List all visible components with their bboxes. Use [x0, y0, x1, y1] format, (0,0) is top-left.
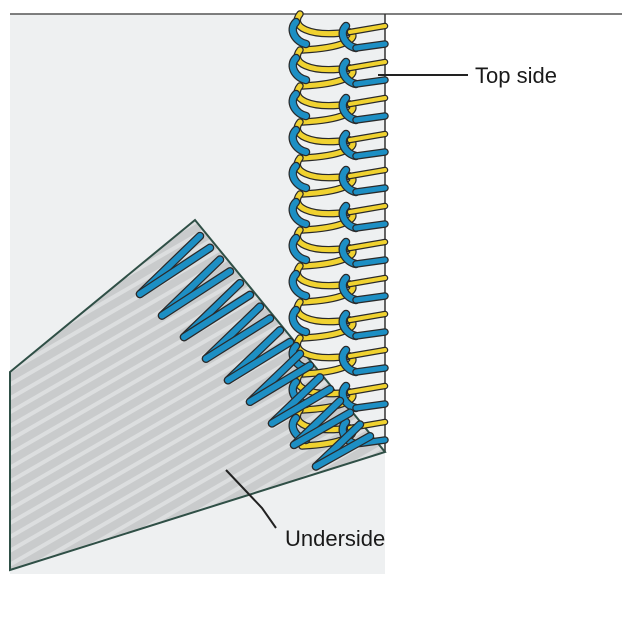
needle-bar	[353, 365, 388, 375]
needle-bar	[353, 77, 388, 87]
looper-bar	[348, 204, 387, 214]
needle-bar	[353, 185, 388, 195]
looper-bar	[348, 168, 387, 178]
top-side-label: Top side	[475, 63, 557, 88]
underside-stitch	[291, 409, 353, 448]
underside-stitch	[269, 386, 333, 427]
needle-loop	[289, 55, 309, 83]
needle-bar	[353, 329, 388, 339]
looper-bar	[348, 60, 387, 70]
underside-stitch	[203, 315, 273, 362]
needle-loop	[289, 91, 309, 119]
underside-stitch	[181, 291, 253, 341]
underside-thread-group	[135, 231, 375, 471]
needle-bar	[353, 293, 388, 303]
underside-stitch	[313, 433, 373, 470]
looper-bar	[348, 384, 387, 394]
looper-bar	[348, 312, 387, 322]
underside-callout-line	[225, 469, 277, 529]
underside-stitch	[159, 268, 233, 319]
looper-bar	[348, 276, 387, 286]
looper-bar	[348, 240, 387, 250]
needle-loop	[289, 163, 309, 191]
needle-loop	[289, 307, 309, 335]
underside-stitch	[247, 362, 313, 405]
needle-bar	[353, 41, 388, 51]
needle-bar	[353, 401, 388, 411]
underside-stitch	[137, 244, 213, 297]
needle-loop	[289, 127, 309, 155]
underside-label: Underside	[285, 526, 386, 551]
looper-bar	[348, 96, 387, 106]
needle-loop	[289, 19, 309, 47]
needle-bar	[353, 113, 388, 123]
needle-bar	[353, 221, 388, 231]
underside-stitch	[225, 339, 293, 384]
needle-bar	[353, 257, 388, 267]
needle-loop	[289, 235, 309, 263]
looper-bar	[348, 24, 387, 34]
looper-bar	[348, 132, 387, 142]
needle-loop	[289, 271, 309, 299]
needle-loop	[289, 199, 309, 227]
looper-bar	[348, 348, 387, 358]
needle-bar	[353, 149, 388, 159]
underside-fabric-panel	[9, 218, 387, 572]
